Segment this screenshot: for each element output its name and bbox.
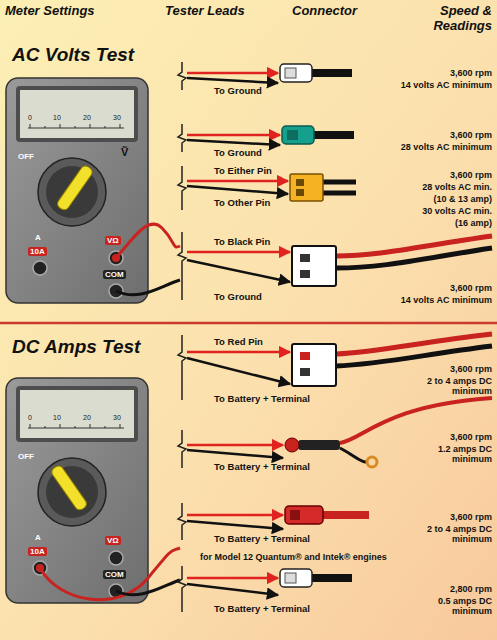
jack-label: COM (103, 570, 126, 579)
jack-label: 10A (28, 247, 47, 256)
scale-number: 30 (113, 114, 121, 122)
dial-label: OFF (18, 152, 34, 161)
lead-label: To Other Pin (214, 198, 270, 209)
speed-reading: 3,600 rpm (450, 130, 492, 140)
lead-label: To Battery + Terminal (214, 604, 310, 615)
scale-number: 20 (83, 114, 91, 122)
speed-reading: 3,600 rpm (450, 432, 492, 442)
jack-label: 10A (28, 547, 47, 556)
lead-label: To Battery + Terminal (214, 534, 310, 545)
dial-label: OFF (18, 452, 34, 461)
dial-label: A (35, 233, 41, 242)
jack-label: VΩ (105, 536, 121, 545)
scale-number: 0 (28, 114, 32, 122)
voltage-reading: 30 volts AC min. (422, 206, 492, 216)
model-note: for Model 12 Quantum® and Intek® engines (200, 552, 387, 562)
speed-reading: 3,600 rpm (450, 512, 492, 522)
lead-label: To Ground (214, 148, 262, 159)
lead-label: To Red Pin (214, 337, 263, 348)
scale-number: 10 (53, 114, 61, 122)
voltage-reading: 14 volts AC minimum (401, 295, 492, 305)
lead-label: To Ground (214, 292, 262, 303)
current-reading: 0.5 amps DC minimum (430, 596, 492, 617)
jack-label: COM (103, 270, 126, 279)
speed-reading: 3,600 rpm (450, 68, 492, 78)
current-reading: 2 to 4 amps DC minimum (412, 376, 492, 397)
lead-label: To Ground (214, 86, 262, 97)
dial-label: A (35, 533, 41, 542)
scale-number: 10 (53, 414, 61, 422)
column-header: Meter Settings (5, 4, 95, 19)
voltage-reading: 14 volts AC minimum (401, 80, 492, 90)
voltage-reading: 28 volts AC minimum (401, 142, 492, 152)
speed-reading: 3,600 rpm (450, 283, 492, 293)
speed-reading: 3,600 rpm (450, 170, 492, 180)
amp-rating: (16 amp) (455, 218, 492, 228)
section-title: AC Volts Test (12, 44, 134, 66)
jack-label: VΩ (105, 236, 121, 245)
scale-number: 0 (28, 414, 32, 422)
scale-number: 30 (113, 414, 121, 422)
section-title: DC Amps Test (12, 336, 140, 358)
lead-label: To Battery + Terminal (214, 462, 310, 473)
speed-reading: 3,600 rpm (450, 364, 492, 374)
dial-label: Ṽ (121, 146, 128, 159)
scale-number: 20 (83, 414, 91, 422)
current-reading: 2 to 4 amps DC minimum (412, 524, 492, 545)
amp-rating: (10 & 13 amp) (433, 194, 492, 204)
column-header: Speed & Readings (420, 4, 492, 34)
lead-label: To Either Pin (214, 166, 272, 177)
speed-reading: 2,800 rpm (450, 584, 492, 594)
voltage-reading: 28 volts AC min. (422, 182, 492, 192)
lead-label: To Black Pin (214, 237, 270, 248)
column-header: Connector (292, 4, 357, 19)
current-reading: 1.2 amps DC minimum (430, 444, 492, 465)
lead-label: To Battery + Terminal (214, 394, 310, 405)
column-header: Tester Leads (165, 4, 245, 19)
